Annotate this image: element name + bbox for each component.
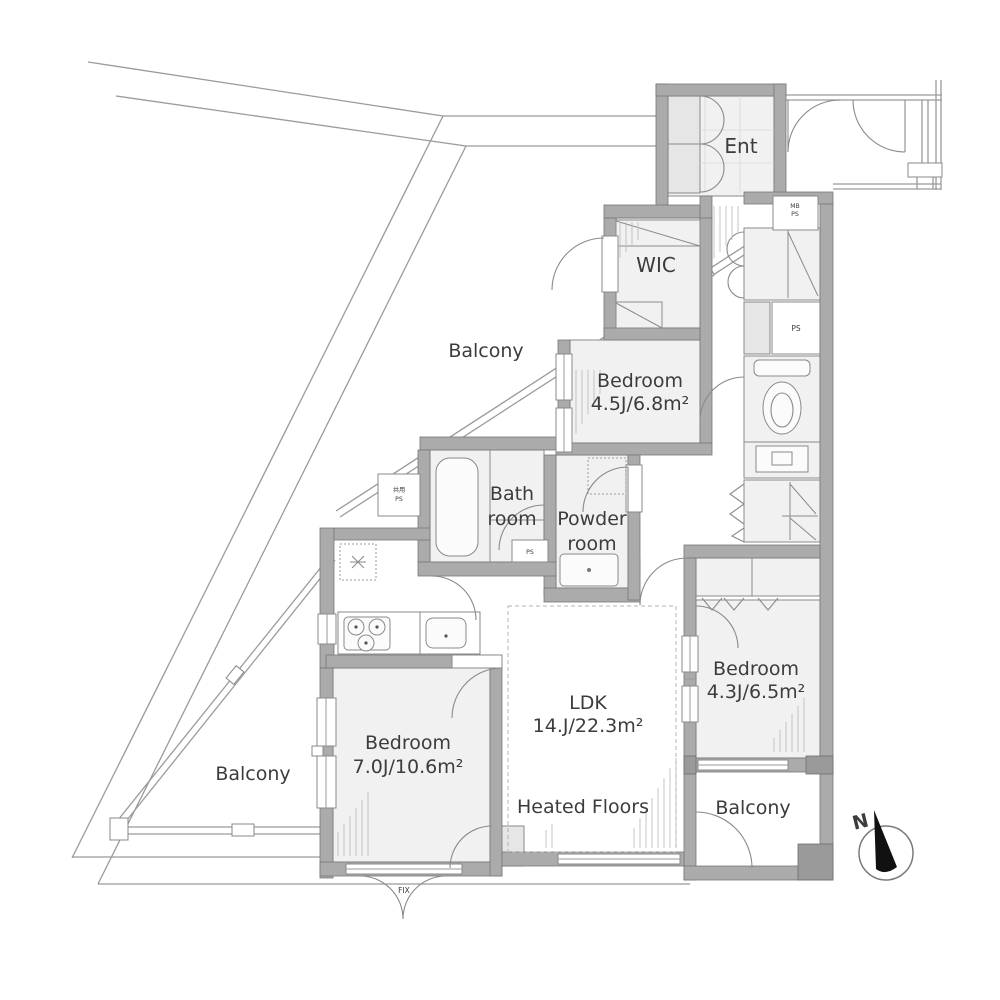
pipe-shaft-center-box [511,539,549,563]
kitchen-sink [425,617,467,649]
shared-ps-label-1: 共用 [393,486,405,494]
room-label-balcony-north: Balcony [448,340,523,362]
shoe-cabinet-door-arc [699,95,725,145]
room-label-ldk: LDK [569,692,607,714]
balcony-door-arc-south [695,811,753,869]
heated-floor-outline [507,605,677,853]
shoe-cabinet-door-arc [699,143,725,193]
bedroom-70-floor [332,667,491,863]
room-label-ent: Ent [724,134,757,158]
shaft-box [743,301,771,355]
fixtures [337,359,811,655]
small-labels: MB PS PS PS 共用 PS FIX [393,203,801,895]
bedroom-70-door-opening [451,654,503,669]
powder-door-arc [582,466,629,513]
fix-window-label: FIX [398,886,410,895]
meter-box-label-1: MB [790,203,800,210]
meter-box-label-2: PS [791,211,799,218]
site-boundary-lines [71,61,690,885]
door-arcs [359,231,753,920]
room-label-bedroom-45: Bedroom [597,370,683,392]
room-area-bedroom-45: 4.5J/6.8m² [591,393,690,415]
compass-circle [858,825,914,881]
room-label-bedroom-70: Bedroom [365,732,451,754]
room-label-bedroom-43: Bedroom [713,658,799,680]
common-corridor [786,80,943,190]
kitchen-counter [337,611,481,655]
fix-casement-arc [359,875,404,920]
balcony-door-arc [551,237,605,291]
room-label-powder-1: Powder [557,508,627,530]
bath-door-arc [498,504,545,551]
closet-internals [615,219,819,611]
windows [311,235,789,875]
corridor-door-arcs [787,99,906,153]
entrance-details [668,95,774,193]
pipe-shaft-east-label: PS [791,324,801,333]
bedroom-43-door-arc [695,605,739,649]
refrigerator-space [339,543,377,581]
toilet-hand-basin [755,445,809,473]
fix-casement-arc [402,875,447,920]
toilet-door-arc [699,376,745,422]
room-labels: Ent WIC Bedroom 4.5J/6.8m² Balcony Bath … [215,134,805,819]
room-area-bedroom-43: 4.3J/6.5m² [707,681,806,703]
toilet [753,359,811,435]
hatch-lines [337,206,805,856]
washing-machine-space [559,553,619,587]
vanity-counter [587,457,627,495]
bathtub [435,457,479,557]
bedroom-43-floor [695,599,821,759]
room-area-ldk: 14.J/22.3m² [533,715,644,737]
compass-needle-icon [874,810,897,873]
room-label-wic: WIC [636,253,676,277]
pipe-shaft-east-box [771,301,821,355]
room-label-balcony-west: Balcony [215,763,290,785]
shared-pipe-shaft-box [377,473,421,517]
bedroom-43-closet [695,557,821,597]
shared-ps-label-2: PS [395,496,403,503]
ldk-door-arc [639,557,688,606]
balcony-railing-west [109,555,336,841]
pipe-shaft-center-label: PS [526,549,534,556]
room-label-bath-1: Bath [490,483,534,505]
compass: N [850,810,914,881]
meter-box [772,195,819,231]
bedroom-70-door-arc [451,667,503,719]
tall-storage [743,479,821,543]
corridor-pillar [907,100,943,189]
room-label-balcony-south: Balcony [715,797,790,819]
heated-floors-label: Heated Floors [517,796,649,818]
room-label-powder-2: room [567,533,616,555]
compass-north-label: N [850,810,871,835]
room-area-bedroom-70: 7.0J/10.6m² [353,756,464,778]
hall-closet [743,227,821,301]
room-label-bath-2: room [487,508,536,530]
